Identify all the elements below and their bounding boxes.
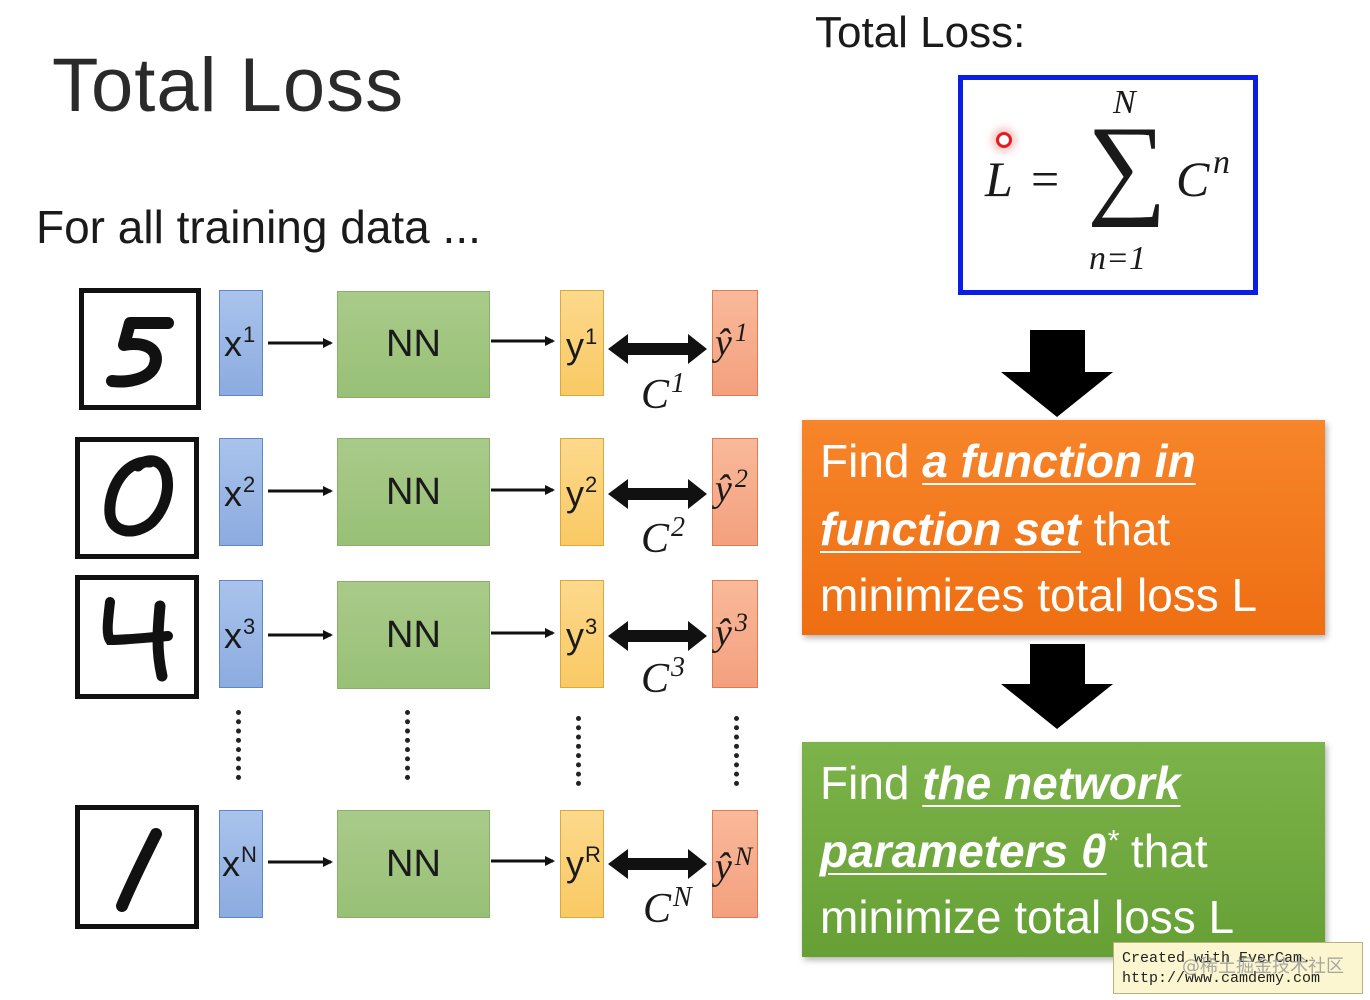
double-arrow-row2 [608,479,707,509]
slide-subtitle: For all training data ... [36,201,481,253]
formula-lhs: L [985,151,1013,207]
input-label-x1: x1 [224,322,256,364]
double-arrow-row1 [608,334,707,364]
juejin-watermark: @稀土掘金技术社区 [1182,956,1344,977]
input-label-x2: x2 [224,472,256,514]
formula-term: C [1176,151,1210,207]
step1-line1: Find a function in [820,435,1196,487]
sum-upper-limit: N [1113,84,1136,121]
input-label-xN: xN [222,842,257,884]
output-label-y1: y1 [566,324,598,366]
laser-pointer-dot [996,132,1012,148]
formula-equals: = [1031,151,1060,207]
cost-label-c1: C1 [641,368,686,418]
output-label-y3: y3 [566,614,598,656]
output-label-yR: yR [566,842,601,884]
summation-symbol: ∑ [1087,104,1167,228]
sum-lower-limit: n=1 [1089,240,1146,277]
step1-line2: function set that [820,503,1171,555]
output-vector-y2 [560,438,604,546]
watermark-line1: Created with EverCam. [1122,950,1312,967]
target-vector-yhat3 [712,580,758,688]
step-find-function: Find a function in function set that min… [802,420,1325,635]
watermark-line2: http://www.camdemy.com [1122,970,1321,987]
slide-title: Total Loss [52,43,405,128]
digit-image-4 [75,575,199,699]
down-arrow-1 [1001,330,1113,417]
digit-image-1 [75,805,199,929]
nn-block-2: NN [337,438,490,546]
double-arrow-row3 [608,621,707,651]
nn-block-N: NN [337,810,490,918]
step-find-parameters: Find the network parameters θ* that mini… [802,742,1325,957]
digit-image-5 [79,288,201,410]
cost-label-c2: C2 [641,512,686,562]
formula-term-superscript: n [1213,144,1230,181]
step2-line2: parameters θ* that [820,824,1208,877]
input-vector-x2 [219,438,263,546]
nn-block-1: NN [337,291,490,398]
down-arrow-2 [1001,644,1113,729]
evercam-watermark: Created with EverCam. http://www.camdemy… [1113,942,1363,994]
output-vector-y1 [560,290,604,396]
target-vector-yhat1 [712,290,758,396]
input-vector-xN [219,810,263,918]
double-arrow-rowN [608,849,707,879]
output-label-y2: y2 [566,472,598,514]
cost-label-cN: CN [643,882,692,932]
ellipsis-dots-yhat [734,716,739,786]
step2-line3: minimize total loss L [820,891,1235,943]
ellipsis-dots-x [236,710,241,780]
input-vector-x1 [219,290,263,396]
target-vector-yhatN [712,810,758,918]
ellipsis-dots-nn [405,710,410,780]
input-vector-x3 [219,580,263,688]
output-vector-y3 [560,580,604,688]
target-vector-yhat2 [712,438,758,546]
output-vector-yR [560,810,604,918]
input-label-x3: x3 [224,614,256,656]
digit-image-0 [75,437,199,559]
step1-line3: minimizes total loss L [820,569,1258,621]
step2-line1: Find the network [820,757,1181,809]
cost-label-c3: C3 [641,652,686,702]
nn-block-3: NN [337,581,490,689]
total-loss-label: Total Loss: [815,8,1026,57]
total-loss-formula: L = N ∑ n=1 C n [958,75,1258,295]
ellipsis-dots-y [576,716,581,786]
